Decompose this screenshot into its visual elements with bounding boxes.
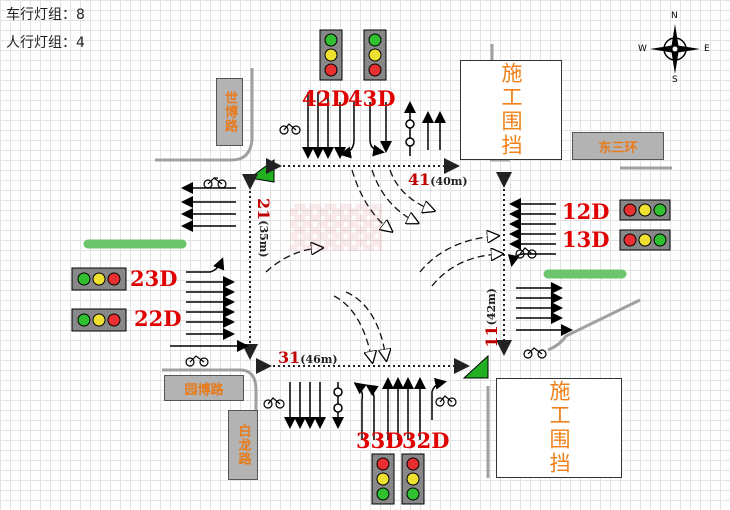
compass-s: S: [672, 75, 678, 85]
group-42d: 42D: [302, 86, 350, 111]
signal-32d: [401, 453, 425, 505]
se-island: [462, 354, 489, 379]
crosswalk-41: 41(40m): [408, 170, 468, 189]
north-approach-arrows: [302, 92, 392, 159]
crosswalk-11: 11(42m): [482, 288, 501, 348]
nw-island: [248, 159, 275, 183]
south-exit-arrows: [284, 382, 344, 429]
group-33d: 33D: [356, 428, 404, 453]
compass-n: N: [671, 11, 678, 21]
crosswalk-21: 21(35m): [254, 198, 273, 258]
signal-13d: [619, 229, 671, 251]
east-exit-arrows: [516, 282, 573, 336]
vehicle-groups-count: 车行灯组：8: [6, 7, 85, 23]
east-approach-arrows: [507, 198, 556, 267]
construction-zone-se: 施工围挡: [496, 378, 622, 478]
compass-e: E: [704, 44, 710, 54]
construction-label-se: 施工围挡: [547, 380, 571, 476]
compass-rose-icon: N S W E: [638, 11, 710, 85]
west-exit-arrows: [181, 182, 236, 232]
road-label-north: 世博路: [216, 78, 243, 146]
signal-22d: [71, 308, 127, 332]
group-12d: 12D: [562, 199, 610, 224]
crosswalk-lines: [242, 158, 512, 374]
group-32d: 32D: [402, 428, 450, 453]
ped-groups-count: 人行灯组：4: [6, 35, 85, 51]
north-exit-arrows: [404, 101, 446, 156]
road-label-east: 东三环: [572, 132, 664, 160]
signal-43d: [363, 29, 387, 81]
road-label-west: 园博路: [164, 375, 244, 401]
signal-12d: [619, 199, 671, 221]
group-22d: 22D: [134, 306, 182, 331]
group-13d: 13D: [562, 227, 610, 252]
south-approach-arrows: [353, 377, 447, 440]
watermark: ▓▓▓: [290, 205, 383, 251]
turning-paths: [265, 169, 500, 360]
signal-33d: [371, 453, 395, 505]
crosswalk-31: 31(46m): [278, 348, 338, 367]
group-43d: 43D: [348, 86, 396, 111]
construction-zone-ne: 施工围挡: [460, 60, 562, 160]
compass-w: W: [638, 44, 647, 54]
group-23d: 23D: [130, 266, 178, 291]
construction-label-ne: 施工围挡: [499, 62, 523, 158]
signal-23d: [71, 267, 127, 291]
bicycle-icons: [185, 123, 547, 409]
west-approach-arrows: [170, 257, 249, 352]
signal-42d: [319, 29, 343, 81]
road-label-south: 白龙路: [228, 410, 258, 480]
